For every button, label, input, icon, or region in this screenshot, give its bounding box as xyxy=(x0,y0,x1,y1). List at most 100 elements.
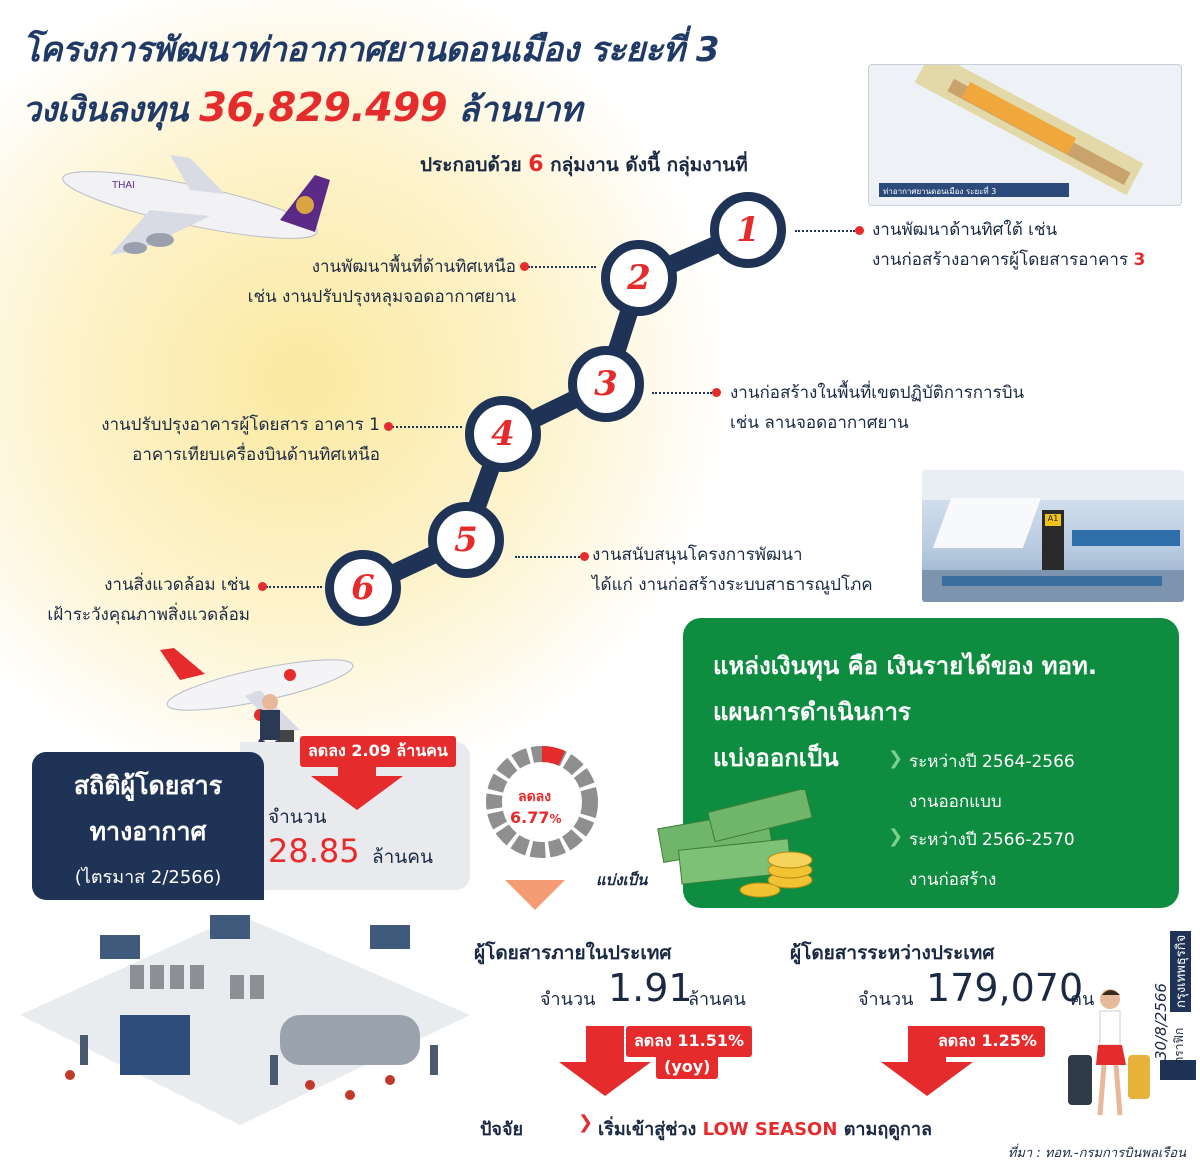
phase1-period: ระหว่างปี 2564-2566 xyxy=(909,752,1075,772)
group-3-line1: งานก่อสร้างในพื้นที่เขตปฏิบัติการการบิน xyxy=(730,383,1025,403)
group-1-description: งานพัฒนาด้านทิศใต้ เช่น งานก่อสร้างอาคาร… xyxy=(872,215,1145,275)
airport-interior-illustration xyxy=(20,915,470,1125)
group-6-line1: งานสิ่งแวดล้อม เช่น xyxy=(104,575,250,595)
group-node-6: 6 xyxy=(325,550,401,626)
phase2-work: งานก่อสร้าง xyxy=(909,870,997,890)
groups-intro: ประกอบด้วย 6 กลุ่มงาน ดังนี้ กลุ่มงานที่ xyxy=(420,150,748,180)
connector-2 xyxy=(528,266,596,268)
domestic-arrow-stem xyxy=(586,1026,624,1066)
international-title: ผู้โดยสารระหว่างประเทศ xyxy=(790,942,995,964)
group-4-description: งานปรับปรุงอาคารผู้โดยสาร อาคาร 1 อาคารเ… xyxy=(40,410,380,470)
connector-1 xyxy=(795,230,855,232)
source-note: ที่มา : ทอท.-กรมการบินพลเรือน xyxy=(1007,1146,1186,1161)
map-caption: ท่าอากาศยานดอนเมือง ระยะที่ 3 xyxy=(879,183,1069,197)
chevron-right-icon: ❯ xyxy=(888,826,904,847)
bullet-6 xyxy=(258,582,267,591)
group-4-line2: อาคารเทียบเครื่องบินด้านทิศเหนือ xyxy=(132,445,380,465)
intro-suffix: กลุ่มงาน ดังนี้ กลุ่มงานที่ xyxy=(550,154,748,176)
connector-4 xyxy=(392,426,462,428)
domestic-title: ผู้โดยสารภายในประเทศ xyxy=(474,942,672,964)
credit-badge xyxy=(1160,1060,1196,1080)
split-arrow-icon xyxy=(505,880,565,910)
bullet-1 xyxy=(855,226,864,235)
stats-title-2: ทางอากาศ xyxy=(89,817,207,846)
airport-map-image: ท่าอากาศยานดอนเมือง ระยะที่ 3 xyxy=(868,64,1182,206)
investment-unit: ล้านบาท xyxy=(458,90,582,130)
funding-panel: แหล่งเงินทุน คือ เงินรายได้ของ ทอท. แผนก… xyxy=(683,618,1179,908)
intro-prefix: ประกอบด้วย xyxy=(420,154,522,176)
group-2-description: งานพัฒนาพื้นที่ด้านทิศเหนือ เช่น งานปรับ… xyxy=(206,252,516,312)
connector-5 xyxy=(515,556,580,558)
group-4-line1: งานปรับปรุงอาคารผู้โดยสาร อาคาร 1 xyxy=(101,415,380,435)
factor-highlight: LOW SEASON xyxy=(702,1119,838,1140)
chevron-right-icon: ❯ xyxy=(578,1112,594,1133)
factor-label: ปัจจัย xyxy=(480,1119,524,1140)
total-prefix: จำนวน xyxy=(268,806,327,828)
group-2-line2: เช่น งานปรับปรุงหลุมจอดอากาศยาน xyxy=(247,287,516,307)
group-node-3: 3 xyxy=(568,346,644,422)
gauge-value-wrap: 6.77% xyxy=(510,808,562,827)
gauge-value: 6.77 xyxy=(510,808,550,827)
group-2-line1: งานพัฒนาพื้นที่ด้านทิศเหนือ xyxy=(311,257,516,277)
stats-title-1: สถิติผู้โดยสาร xyxy=(73,771,223,800)
group-1-line2: งานก่อสร้างอาคารผู้โดยสารอาคาร 3 xyxy=(872,245,1145,275)
domestic-decrease-arrow-icon xyxy=(559,1062,651,1096)
bullet-5 xyxy=(580,552,589,561)
domestic-value: 1.91 xyxy=(608,966,693,1010)
bullet-4 xyxy=(384,422,393,431)
factor-suffix: ตามฤดูกาล xyxy=(843,1119,932,1140)
group-5-line1: งานสนับสนุนโครงการพัฒนา xyxy=(592,545,803,565)
investment-prefix: วงเงินลงทุน xyxy=(22,90,188,130)
money-stack-icon xyxy=(657,790,813,898)
decrease-arrow-icon xyxy=(311,776,403,810)
phase2-period: ระหว่างปี 2566-2570 xyxy=(909,830,1075,850)
traveler-with-luggage-icon xyxy=(1068,989,1150,1116)
group-6-line2: เฝ้าระวังคุณภาพสิ่งแวดล้อม xyxy=(47,605,250,625)
international-unit: คน xyxy=(1070,989,1095,1010)
international-value: 179,070 xyxy=(926,966,1084,1010)
group-1-line1: งานพัฒนาด้านทิศใต้ เช่น xyxy=(872,220,1058,240)
total-decrease-tag: ลดลง 2.09 ล้านคน xyxy=(300,736,456,767)
phase1-work: งานออกแบบ xyxy=(909,792,1002,812)
connector-6 xyxy=(266,586,322,588)
total-value: 28.85 xyxy=(268,832,360,870)
bullet-3 xyxy=(712,388,721,397)
domestic-unit: ล้านคน xyxy=(688,989,746,1010)
group-3-description: งานก่อสร้างในพื้นที่เขตปฏิบัติการการบิน … xyxy=(730,378,1024,438)
stats-period: (ไตรมาส 2/2566) xyxy=(74,867,222,888)
group-6-description: งานสิ่งแวดล้อม เช่น เฝ้าระวังคุณภาพสิ่งแ… xyxy=(20,570,250,630)
plan-heading: แผนการดำเนินการ xyxy=(713,698,911,726)
funding-source: แหล่งเงินทุน คือ เงินรายได้ของ ทอท. xyxy=(713,652,1097,680)
gate-sign: A1 xyxy=(1045,514,1061,526)
main-title: โครงการพัฒนาท่าอากาศยานดอนเมือง ระยะที่ … xyxy=(22,30,720,70)
credit-graphic: กราฟิก xyxy=(1172,1027,1186,1064)
domestic-decrease-tag: ลดลง 11.51% xyxy=(626,1026,753,1057)
connector-3 xyxy=(652,392,712,394)
intro-count: 6 xyxy=(528,152,544,177)
credit-date: 30/8/2566 xyxy=(1152,983,1170,1060)
group-1-line2-text: งานก่อสร้างอาคารผู้โดยสารอาคาร xyxy=(872,250,1129,270)
bullet-2 xyxy=(520,262,529,271)
decrease-arrow-stem xyxy=(338,762,376,776)
group-5-line2: ได้แก่ งานก่อสร้างระบบสาธารณูปโภค xyxy=(592,575,873,595)
decrease-gauge xyxy=(482,742,602,862)
international-prefix: จำนวน xyxy=(858,989,914,1010)
group-node-1: 1 xyxy=(710,192,786,268)
terminal-interior-photo: A1 xyxy=(922,470,1184,602)
group-node-2: 2 xyxy=(601,240,677,316)
airline-logo-text: THAI xyxy=(112,180,135,191)
gauge-unit: % xyxy=(549,812,562,826)
international-decrease-arrow-icon xyxy=(881,1062,973,1096)
passenger-stats-label: สถิติผู้โดยสาร ทางอากาศ (ไตรมาส 2/2566) xyxy=(32,752,264,900)
chevron-right-icon: ❯ xyxy=(888,748,904,769)
investment-line: วงเงินลงทุน 36,829.499 ล้านบาท xyxy=(22,82,582,136)
credit-paper: กรุงเทพธุรกิจ xyxy=(1170,930,1191,1012)
group-1-building-number: 3 xyxy=(1133,250,1146,270)
domestic-prefix: จำนวน xyxy=(540,989,596,1010)
group-node-4: 4 xyxy=(465,396,541,472)
domestic-yoy-tag: (yoy) xyxy=(656,1054,719,1079)
group-5-description: งานสนับสนุนโครงการพัฒนา ได้แก่ งานก่อสร้… xyxy=(592,540,873,600)
group-3-line2: เช่น ลานจอดอากาศยาน xyxy=(730,413,909,433)
investment-amount: 36,829.499 xyxy=(199,85,448,131)
factor-prefix: เริ่มเข้าสู่ช่วง xyxy=(598,1119,697,1140)
